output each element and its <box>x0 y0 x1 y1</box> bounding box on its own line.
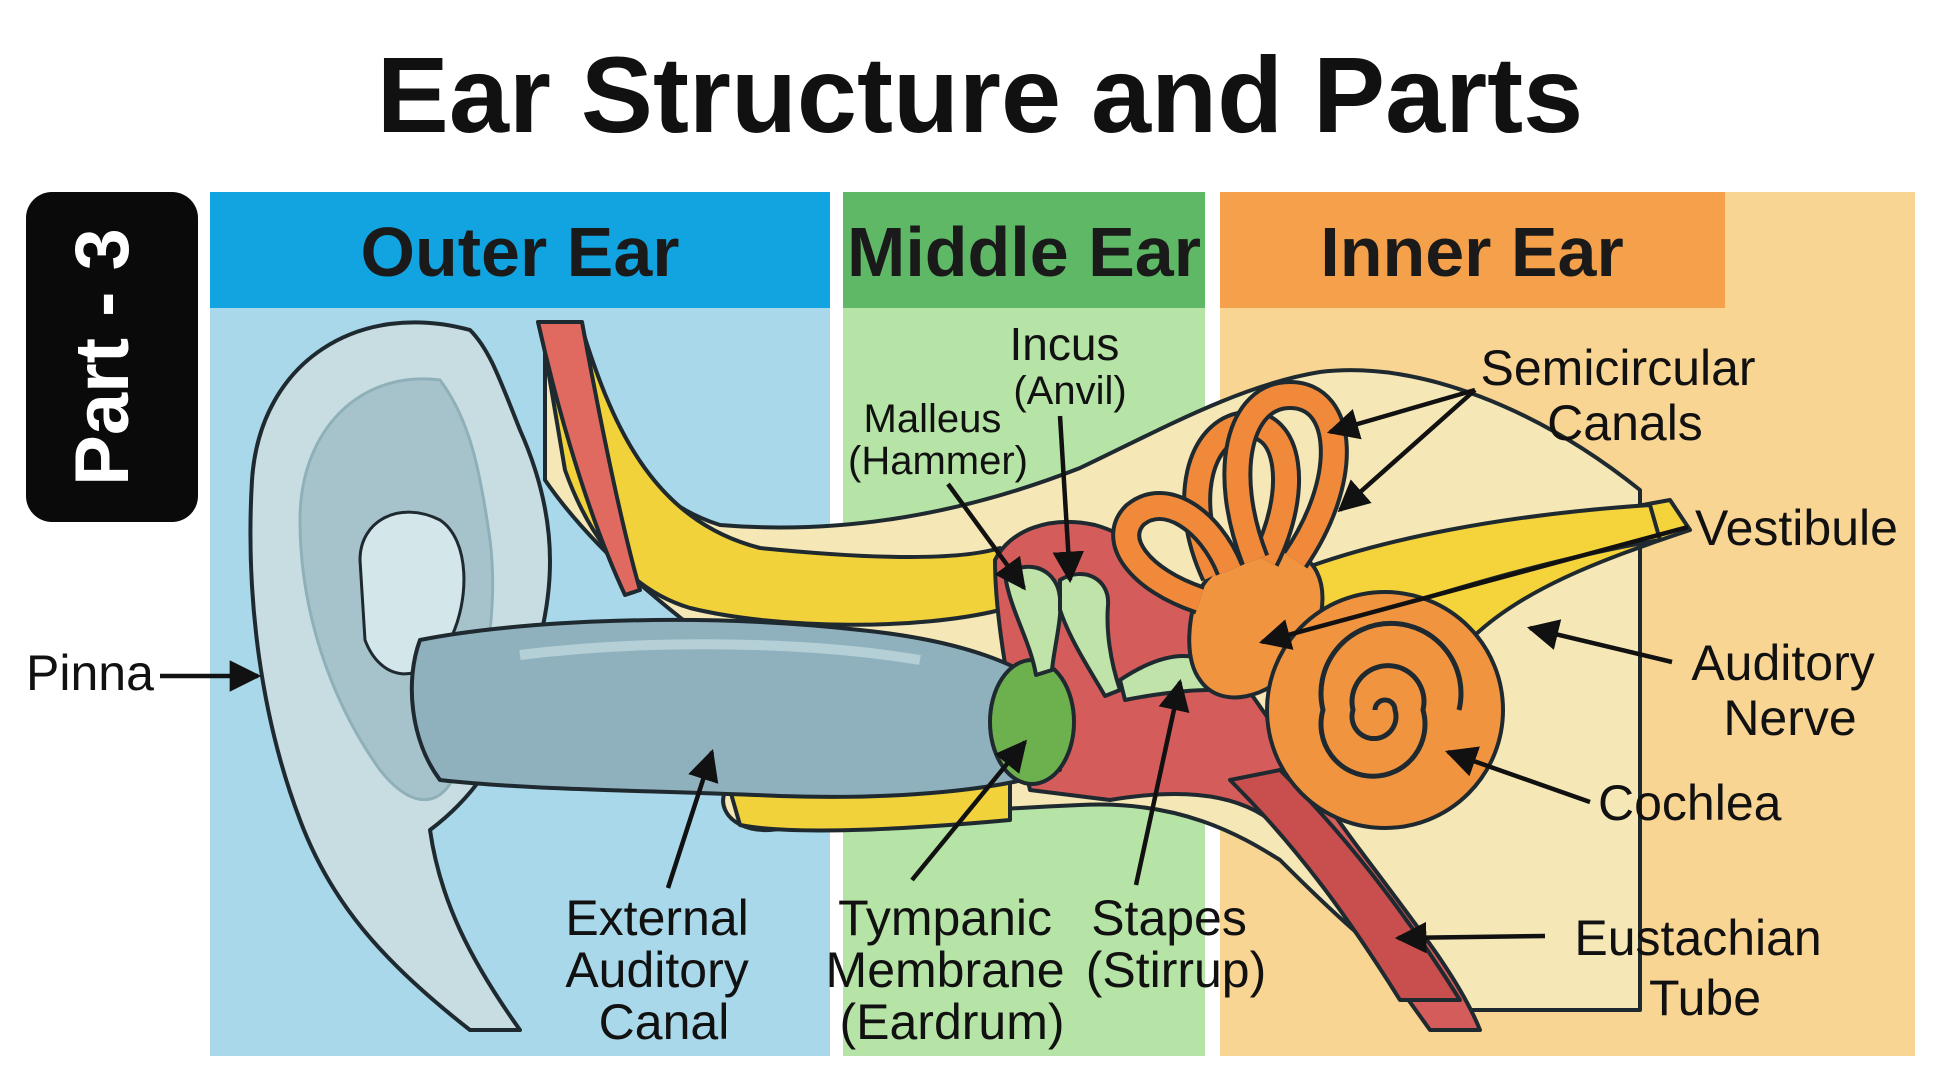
incus-label: Incus (Anvil) <box>1009 318 1130 413</box>
external-canal-label: External Auditory Canal <box>565 890 762 1050</box>
canal-highlight <box>519 639 921 665</box>
eustachian-label: Eustachian Tube <box>1574 910 1835 1026</box>
part-badge: Part - 3 <box>26 192 198 522</box>
concha <box>358 510 466 676</box>
external-canal-line-3: Canal <box>599 994 730 1050</box>
eustachian-line-1: Eustachian <box>1574 910 1821 966</box>
incus-arrow <box>1052 415 1084 584</box>
stapes-line-2: (Stirrup) <box>1086 942 1267 998</box>
cochlea-spiral <box>1318 620 1464 779</box>
cochlea-label: Cochlea <box>1598 775 1782 831</box>
stapes-label: Stapes (Stirrup) <box>1086 890 1267 998</box>
semicircular-line-2: Canals <box>1547 395 1703 451</box>
external-canal-line-1: External <box>565 890 748 946</box>
tympanic-line-1: Tympanic <box>838 890 1052 946</box>
malleus-line-2: (Hammer) <box>848 439 1028 483</box>
pinna-label: Pinna <box>26 645 154 701</box>
middle-ear-header <box>843 192 1205 308</box>
auditory-nerve-line-1: Auditory <box>1691 635 1874 691</box>
middle-ear-title: Middle Ear <box>847 213 1201 291</box>
incus-line-2: (Anvil) <box>1013 369 1126 413</box>
malleus-line-1: Malleus <box>864 397 1002 441</box>
tympanic-line-2: Membrane <box>826 942 1065 998</box>
cochlea-arrow <box>1445 746 1591 805</box>
tympanic-label: Tympanic Membrane (Eardrum) <box>826 890 1079 1050</box>
stapes-arrow <box>1133 678 1190 886</box>
auditory-nerve-arrow <box>1526 619 1673 665</box>
malleus-label: Malleus (Hammer) <box>848 397 1028 483</box>
inner-ear-title: Inner Ear <box>1320 213 1623 291</box>
semicircular-line-1: Semicircular <box>1481 340 1756 396</box>
inner-ear-header <box>1220 192 1725 308</box>
outer-ear-header <box>210 192 830 308</box>
tympanic-membrane <box>988 658 1076 786</box>
semicircular-label: Semicircular Canals <box>1481 340 1770 451</box>
semicircular-canal-3-fill <box>1115 495 1241 611</box>
cochlea-shape <box>1265 590 1505 830</box>
stapes-line-1: Stapes <box>1091 890 1247 946</box>
eustachian-arrow <box>1394 921 1546 954</box>
part-badge-label: Part - 3 <box>60 228 145 486</box>
semicircular-arrow-1 <box>1326 387 1476 440</box>
external-canal-arrow <box>665 749 719 889</box>
vestibule-label: Vestibule <box>1695 500 1898 556</box>
external-canal-line-2: Auditory <box>565 942 748 998</box>
incus-bone <box>1058 572 1122 698</box>
page-title: Ear Structure and Parts <box>377 34 1583 155</box>
auditory-nerve-label: Auditory Nerve <box>1691 635 1888 746</box>
semicircular-canal-2-fill <box>1226 383 1345 567</box>
malleus-bone <box>1003 564 1063 677</box>
incus-line-1: Incus <box>1009 318 1119 370</box>
muscle-strip <box>536 320 642 597</box>
tympanic-arrow <box>910 739 1027 882</box>
eustachian-line-2: Tube <box>1649 970 1761 1026</box>
semicircular-arrow-2 <box>1337 388 1477 513</box>
outer-ear-title: Outer Ear <box>361 213 680 291</box>
vestibule-arrow <box>1258 524 1689 650</box>
auditory-nerve-line-2: Nerve <box>1723 690 1856 746</box>
tympanic-line-3: (Eardrum) <box>839 994 1064 1050</box>
part-badge-bg <box>26 192 198 522</box>
malleus-arrow <box>946 482 1026 591</box>
